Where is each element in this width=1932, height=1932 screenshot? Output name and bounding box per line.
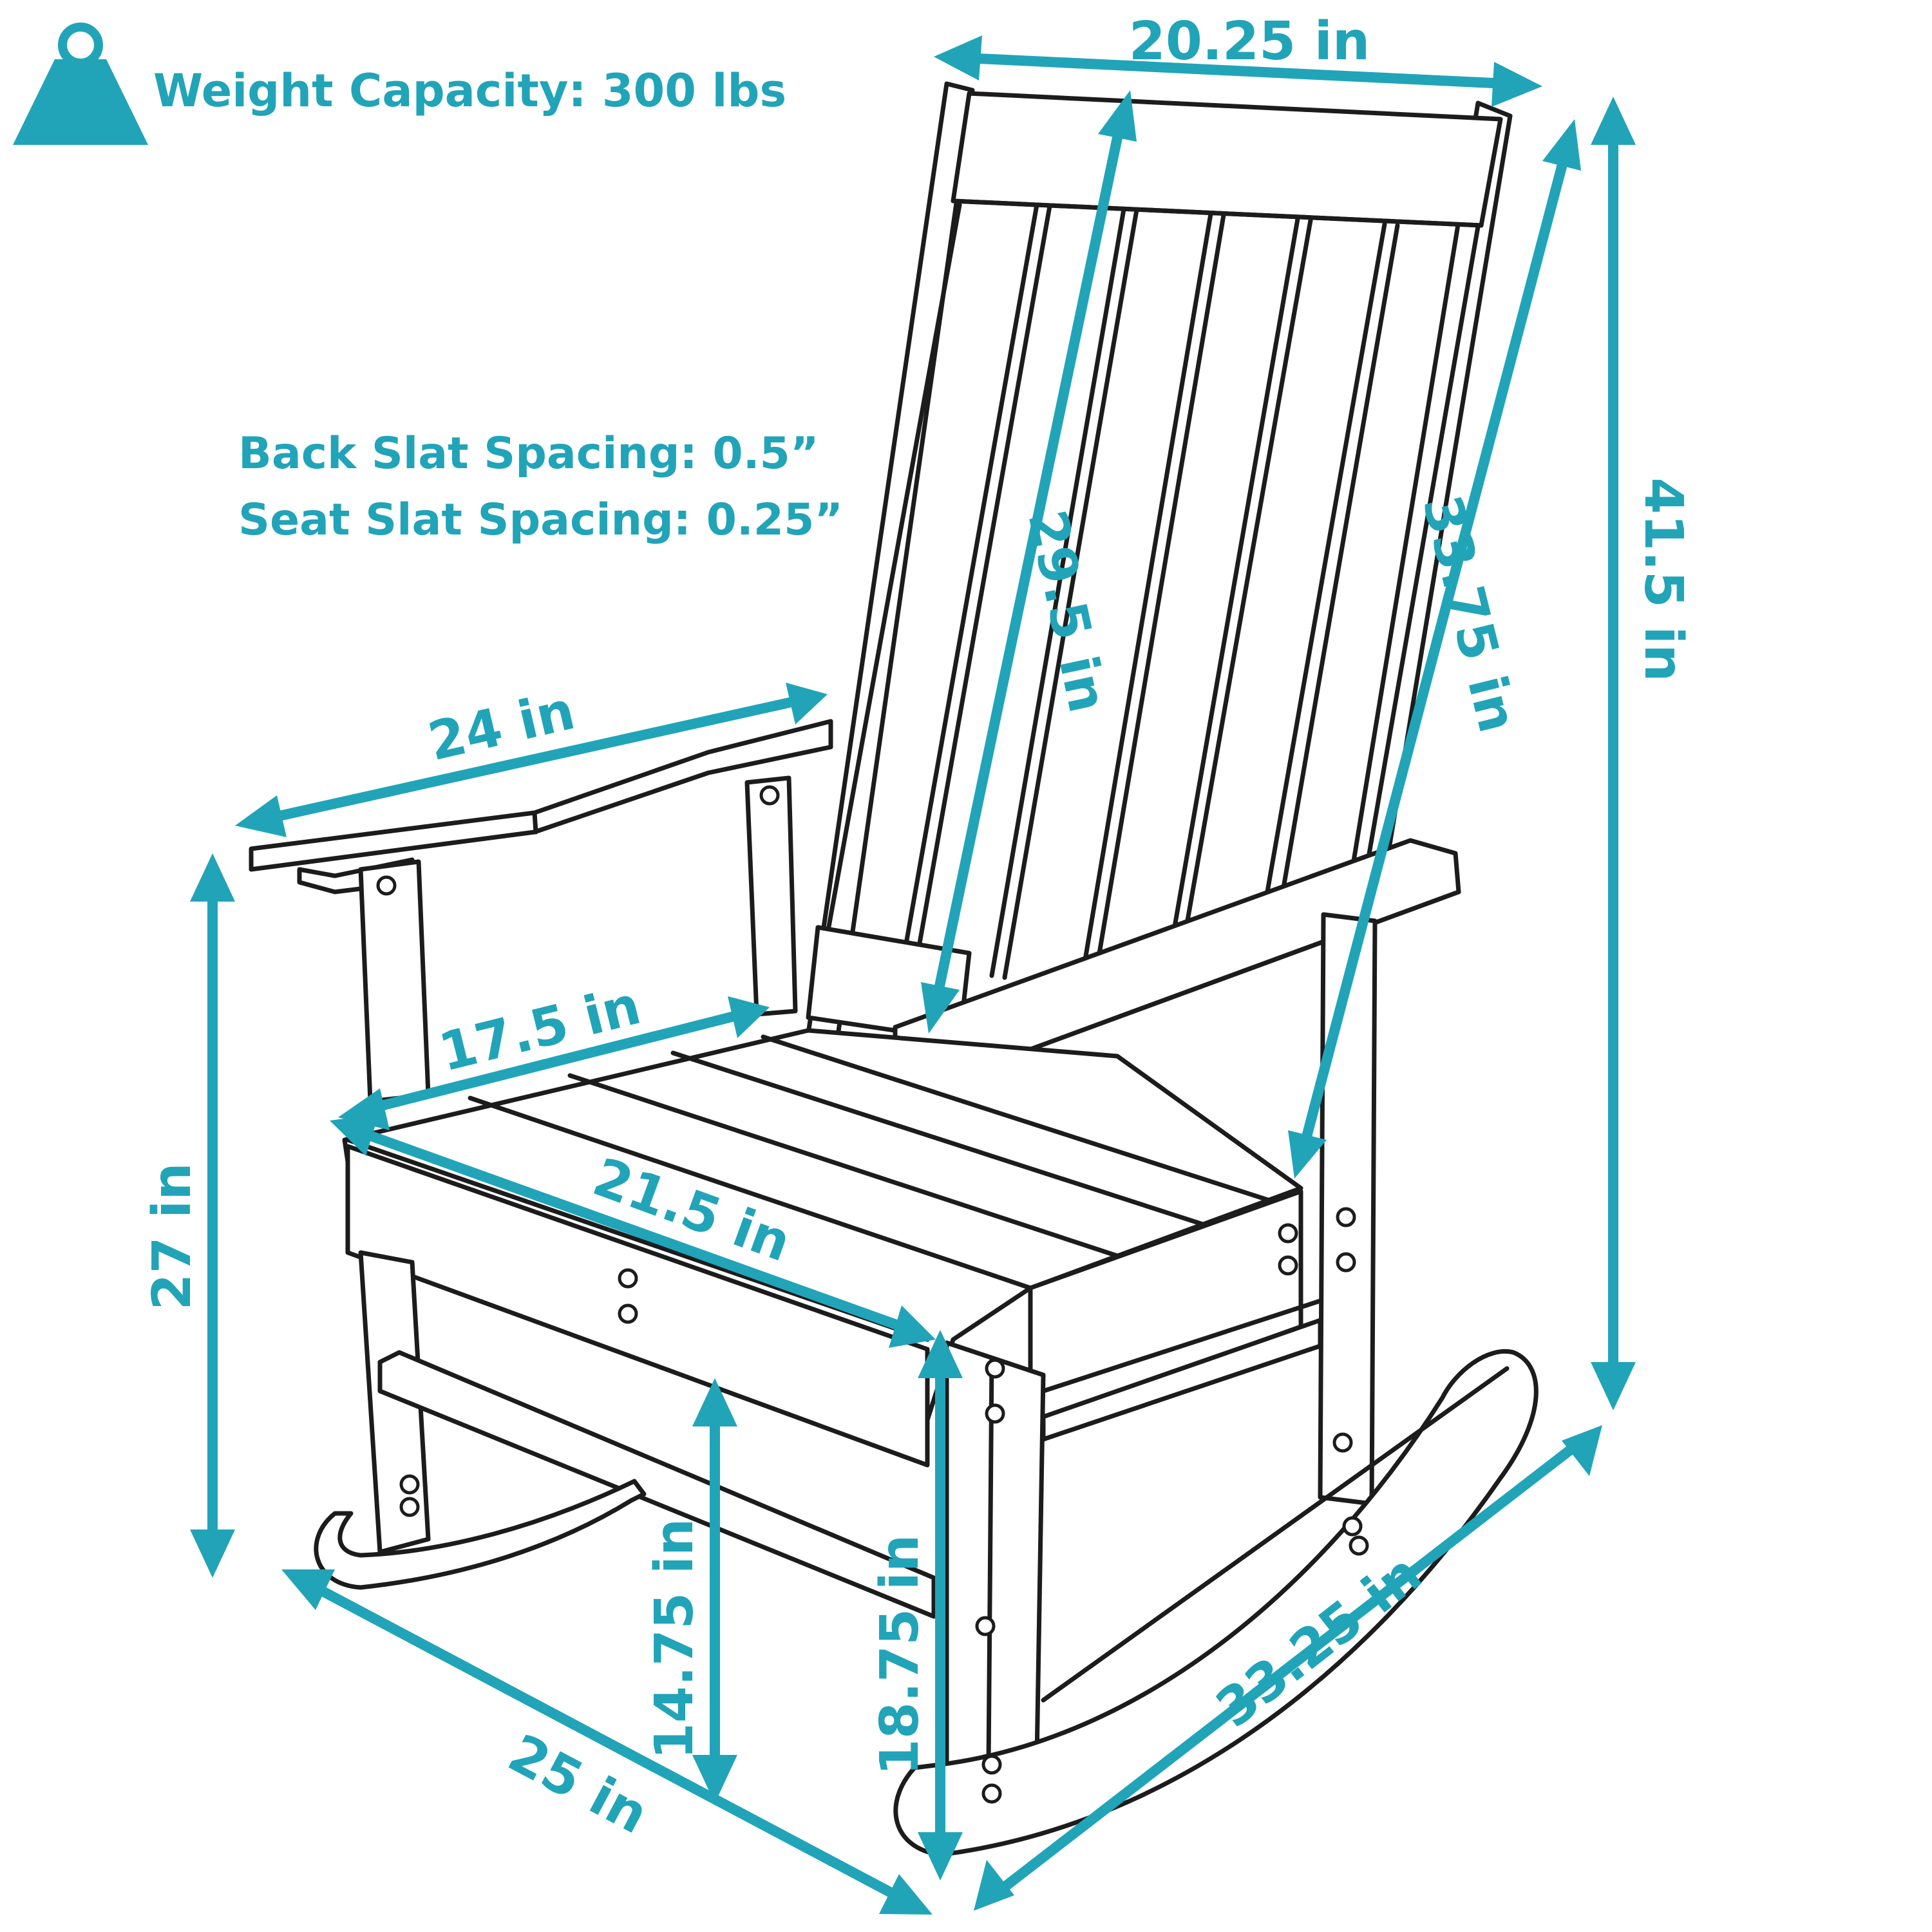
dim-seat-height-arrow xyxy=(918,1330,963,1880)
label-back-height: 29.5 in xyxy=(1016,505,1118,717)
dim-seat-width-arrow xyxy=(330,1114,936,1348)
dim-overall-width-arrow xyxy=(281,1569,933,1915)
weight-icon xyxy=(13,23,148,145)
seat-slat-spacing-text: Seat Slat Spacing: 0.25” xyxy=(238,495,843,545)
weight-capacity-text: Weight Capacity: 300 lbs xyxy=(153,64,786,117)
back-slat-spacing-text: Back Slat Spacing: 0.5” xyxy=(238,428,819,479)
label-back-width: 20.25 in xyxy=(1129,11,1370,72)
chair-seat xyxy=(342,1028,1303,1468)
label-overall-width: 25 in xyxy=(498,1723,658,1846)
chair-backrest xyxy=(806,81,1513,1043)
chair-rockers xyxy=(314,1349,1539,1857)
dim-back-diagonal-arrow xyxy=(1288,119,1581,1179)
chair-rails xyxy=(377,1298,1323,1619)
rocking-chair-drawing xyxy=(249,81,1539,1857)
dim-seat-front-height-arrow xyxy=(692,1378,737,1803)
chair-left-arm xyxy=(249,719,833,1104)
label-seat-height: 18.75 in xyxy=(869,1535,931,1776)
label-seat-front-height: 14.75 in xyxy=(644,1519,705,1759)
dim-back-width-arrow xyxy=(934,35,1542,107)
dim-total-height-arrow xyxy=(1591,97,1636,1410)
dim-arm-height-arrow xyxy=(190,853,235,1578)
label-arm-height: 27 in xyxy=(142,1162,203,1310)
dimension-lines xyxy=(190,35,1636,1915)
dim-overall-depth-arrow xyxy=(974,1425,1602,1911)
label-total-height: 41.5 in xyxy=(1633,477,1694,681)
chair-screws xyxy=(376,785,1369,1804)
dim-arm-length-arrow xyxy=(235,683,828,837)
dim-back-height-arrow xyxy=(921,90,1137,1034)
